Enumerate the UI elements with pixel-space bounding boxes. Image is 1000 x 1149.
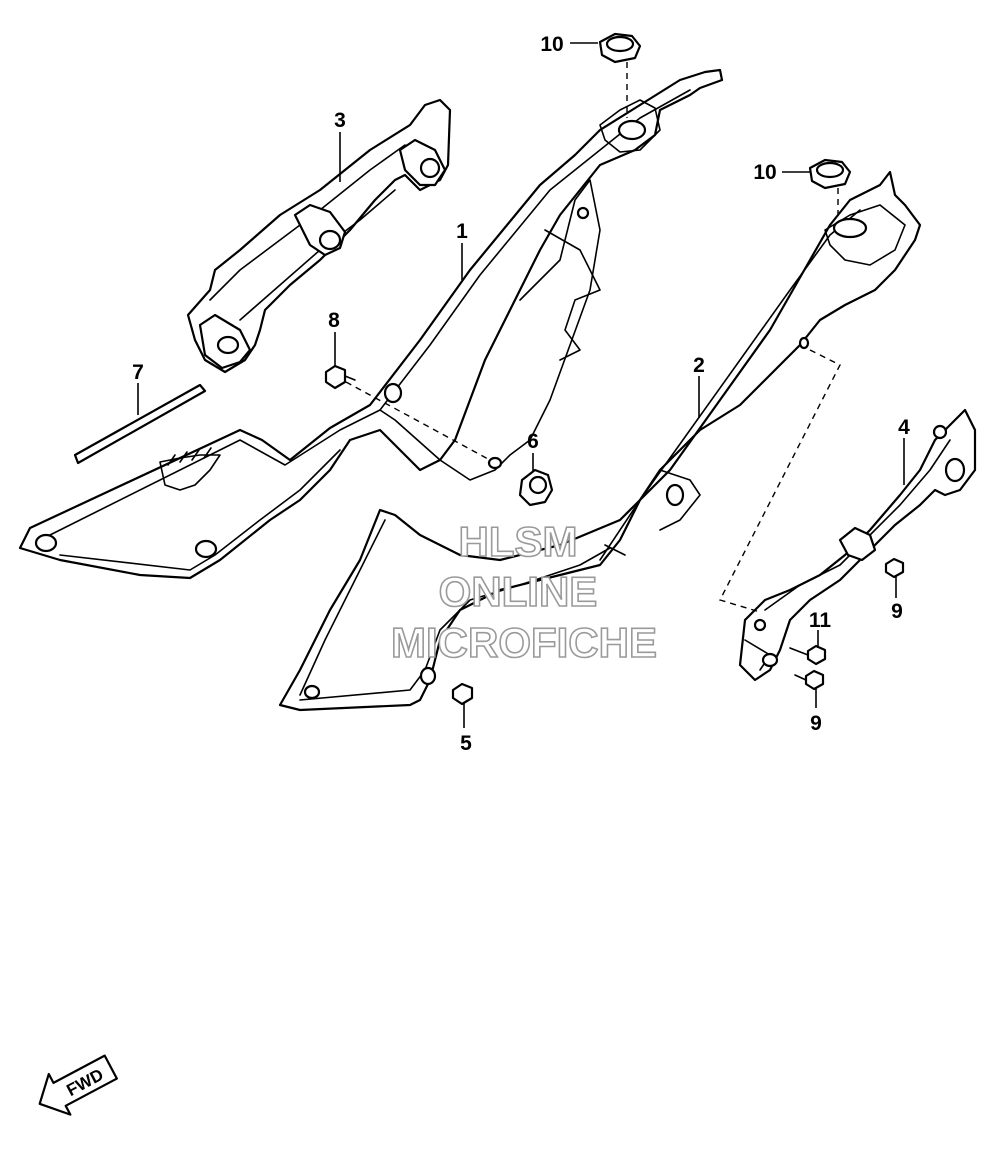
callout-10-lower: 10 <box>753 161 776 184</box>
part-9-screw-upper <box>884 557 905 579</box>
callout-9-upper: 9 <box>891 600 903 623</box>
fwd-indicator: FWD <box>38 1054 118 1116</box>
watermark: HLSM ONLINE MICROFICHE <box>390 517 658 667</box>
callout-9-lower: 9 <box>810 712 822 735</box>
watermark-line-1: HLSM <box>459 518 578 565</box>
callout-5: 5 <box>460 732 472 755</box>
callout-8: 8 <box>328 309 340 332</box>
leader-lines <box>137 42 905 728</box>
callout-11: 11 <box>809 609 832 632</box>
part-4-bracket <box>738 408 977 682</box>
part-2-right-frame-cover <box>278 170 922 712</box>
part-6-grommet <box>518 468 554 507</box>
callout-3: 3 <box>334 109 346 132</box>
callout-6: 6 <box>527 430 539 453</box>
callout-4: 4 <box>898 416 910 439</box>
part-9-screw-lower <box>794 669 825 691</box>
callout-labels: 1 2 3 4 5 6 7 8 9 9 10 10 11 <box>132 33 910 755</box>
part-11-screw <box>789 644 827 666</box>
callout-7: 7 <box>132 361 144 384</box>
watermark-line-3: MICROFICHE <box>391 619 657 666</box>
part-1-left-frame-cover <box>18 68 724 580</box>
arrow-icon <box>38 1054 118 1116</box>
part-7-rod <box>73 383 207 465</box>
part-10-grommet-lower <box>808 158 852 190</box>
callout-2: 2 <box>693 354 705 377</box>
part-5-screw <box>451 682 474 706</box>
callout-10-upper: 10 <box>540 33 563 56</box>
part-3-bracket <box>186 98 452 374</box>
watermark-line-2: ONLINE <box>439 568 598 615</box>
part-10-grommet-upper <box>598 32 642 64</box>
callout-1: 1 <box>456 220 468 243</box>
